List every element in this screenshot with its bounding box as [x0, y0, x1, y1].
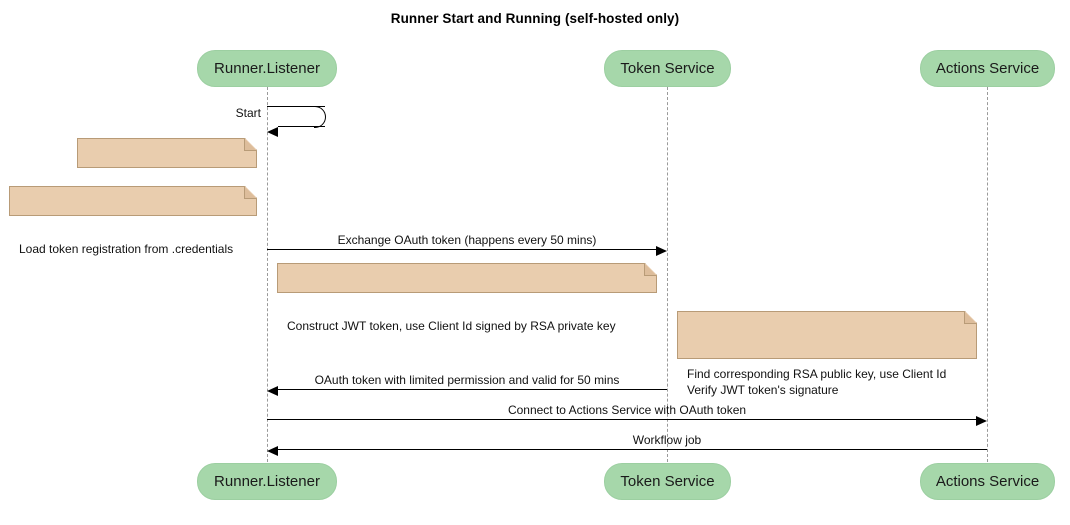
- participant-runner-listener-bottom[interactable]: Runner.Listener: [197, 463, 337, 500]
- note-load-config: Load config info from .runner: [77, 138, 257, 208]
- participant-label: Token Service: [620, 473, 715, 490]
- lifeline-actions: [987, 87, 988, 462]
- participant-label: Actions Service: [935, 60, 1040, 77]
- note-text: Construct JWT token, use Client Id signe…: [287, 319, 616, 333]
- message-line: [267, 249, 657, 250]
- message-label-oauth-token-reply: OAuth token with limited permission and …: [314, 373, 620, 387]
- participant-actions-service-top[interactable]: Actions Service: [920, 50, 1055, 87]
- participant-runner-listener-top[interactable]: Runner.Listener: [197, 50, 337, 87]
- self-loop-top-segment: [267, 106, 325, 107]
- lifeline-token: [667, 87, 668, 462]
- note-load-token-registration: Load token registration from .credential…: [9, 186, 257, 256]
- message-label-connect-actions-service: Connect to Actions Service with OAuth to…: [507, 403, 747, 417]
- message-start[interactable]: Start: [236, 106, 335, 137]
- participant-label: Runner.Listener: [214, 473, 320, 490]
- arrowhead-left: [267, 445, 278, 456]
- note-construct-jwt: Construct JWT token, use Client Id signe…: [277, 263, 657, 333]
- self-loop-cap: [314, 106, 326, 128]
- lifeline-runner: [267, 87, 268, 462]
- message-label-exchange-oauth-token: Exchange OAuth token (happens every 50 m…: [337, 233, 597, 247]
- message-exchange-oauth-token[interactable]: Exchange OAuth token (happens every 50 m…: [267, 228, 667, 256]
- message-line: [277, 449, 987, 450]
- message-connect-actions-service[interactable]: Connect to Actions Service with OAuth to…: [267, 398, 987, 426]
- message-oauth-token-reply[interactable]: OAuth token with limited permission and …: [267, 368, 667, 396]
- self-loop-bottom-segment: [278, 126, 325, 127]
- arrowhead-right: [656, 245, 667, 256]
- participant-label: Runner.Listener: [214, 60, 320, 77]
- arrowhead-start: [267, 127, 278, 137]
- arrowhead-right: [976, 415, 987, 426]
- message-label-start: Start: [235, 106, 261, 120]
- message-line: [277, 389, 667, 390]
- note-verify-jwt: Find corresponding RSA public key, use C…: [677, 311, 977, 397]
- arrowhead-left: [267, 385, 278, 396]
- participant-label: Actions Service: [935, 473, 1040, 490]
- note-text: Load token registration from .credential…: [19, 242, 234, 256]
- participant-actions-service-bottom[interactable]: Actions Service: [920, 463, 1055, 500]
- message-line: [267, 419, 977, 420]
- participant-label: Token Service: [620, 60, 715, 77]
- participant-token-service-bottom[interactable]: Token Service: [604, 463, 731, 500]
- page-title: Runner Start and Running (self-hosted on…: [390, 11, 680, 26]
- participant-token-service-top[interactable]: Token Service: [604, 50, 731, 87]
- message-workflow-job[interactable]: Workflow job: [267, 428, 987, 456]
- message-label-workflow-job: Workflow job: [632, 433, 702, 447]
- note-text: Find corresponding RSA public key, use C…: [687, 367, 947, 397]
